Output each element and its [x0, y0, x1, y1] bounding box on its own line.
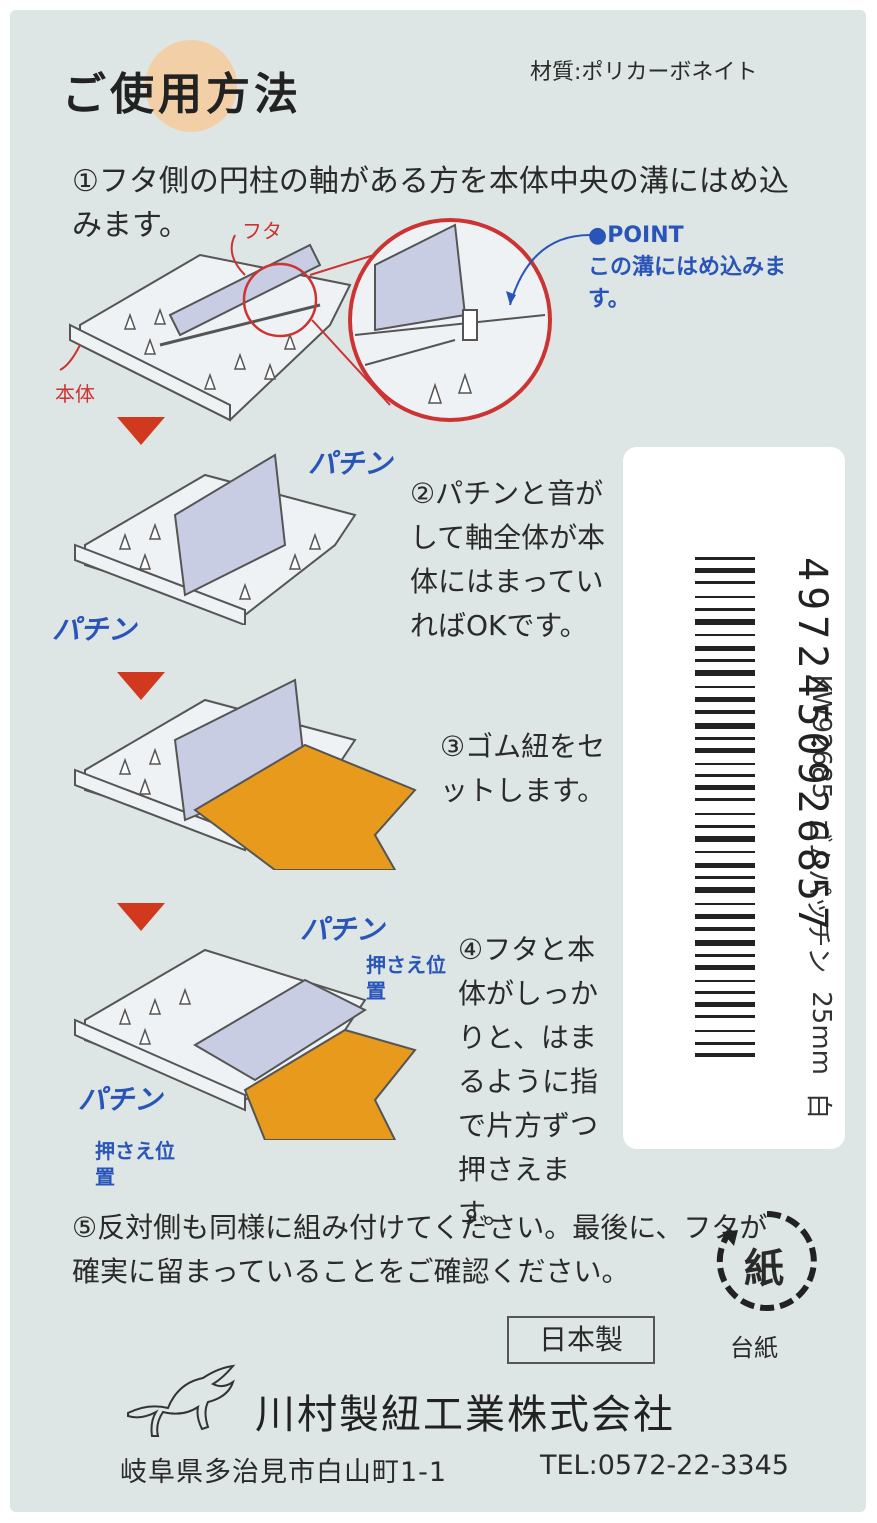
- point-arrow: [506, 234, 591, 306]
- step-4-text: ④フタと本体がしっかりと、はまるように指で片方ずつ押さえます。: [458, 933, 599, 1230]
- barcode-bar: [695, 965, 755, 970]
- barcode-bar: [695, 813, 755, 815]
- step-arrow-3: [117, 903, 165, 931]
- barcode-bar: [695, 1030, 755, 1032]
- barcode-bar: [695, 634, 755, 636]
- barcode-bar: [695, 697, 755, 702]
- barcode-bar: [695, 954, 755, 957]
- pachin-label-4: パチン: [78, 1083, 163, 1116]
- futa-label: フタ: [242, 219, 282, 243]
- barcode-bar: [695, 887, 755, 893]
- barcode-bar: [695, 581, 755, 584]
- barcode-bar: [695, 1042, 755, 1045]
- barcode-bar: [695, 608, 755, 611]
- point-callout: ●POINT この溝にはめ込みます。: [588, 220, 788, 316]
- step-1-illustration: [59, 234, 391, 422]
- step-1-text: ①フタ側の円柱の軸がある方を本体中央の溝にはめ込みます。: [72, 164, 789, 243]
- instruction-card: ご使用方法 材質:ポリカーボネイト ①フタ側の円柱の軸がある方を本体中央の溝には…: [10, 10, 866, 1512]
- barcode-bar: [695, 568, 755, 573]
- barcode-bar: [695, 980, 755, 982]
- paper-recycle-icon: 紙: [712, 1206, 822, 1316]
- barcode-bar: [695, 1015, 755, 1018]
- step-5-text: ⑤反対側も同様に組み付けてください。最後に、フタが確実に留まっていることをご確認…: [72, 1211, 768, 1288]
- company-address: 岐阜県多治見市白山町1-1: [120, 1457, 448, 1488]
- barcode-bar: [695, 659, 755, 662]
- pachin-label-3: パチン: [300, 913, 385, 946]
- zoom-detail: [348, 218, 552, 422]
- barcode-bar: [695, 748, 755, 753]
- barcode-bar: [695, 646, 755, 651]
- barcode-bar: [695, 710, 755, 714]
- osae-label-2: 押さえ位置: [95, 1139, 175, 1189]
- page-title: ご使用方法: [62, 69, 302, 120]
- step-4-illustration: [74, 948, 417, 1140]
- hontai-label: 本体: [55, 382, 95, 406]
- company-tel: TEL:0572-22-3345: [540, 1450, 789, 1481]
- step-arrow-1: [117, 417, 165, 445]
- barcode-bar: [695, 940, 755, 946]
- barcode-bar: [695, 774, 755, 777]
- barcode-bar: [695, 1002, 755, 1007]
- product-color: 白: [803, 1092, 834, 1119]
- step-3-text: ③ゴム紐をセットします。: [440, 730, 606, 807]
- barcode-bar: [695, 596, 755, 598]
- barcode-bar: [695, 686, 755, 688]
- product-label: KW92685 ゴムパッチン 25mm 白 4972450926857: [623, 447, 845, 1149]
- step-3-illustration: [74, 678, 417, 870]
- barcode-bar: [695, 927, 755, 931]
- barcode-bar: [695, 836, 755, 842]
- barcode-bar: [695, 876, 755, 879]
- barcode-bar: [695, 1053, 755, 1057]
- step-2-text: ②パチンと音がして軸全体が本体にはまっていればOKです。: [410, 477, 606, 642]
- barcode-bar: [695, 763, 755, 765]
- barcode-bar: [695, 670, 755, 676]
- barcode-bar: [695, 723, 755, 729]
- title-decoration: [145, 40, 237, 132]
- company-name: 川村製紐工業株式会社: [255, 1392, 675, 1438]
- barcode-bar: [695, 991, 755, 994]
- barcode-bar: [695, 737, 755, 740]
- barcode-bar: [695, 619, 755, 625]
- pegasus-logo: [127, 1364, 236, 1437]
- barcode-number: 4972450926857: [789, 557, 835, 936]
- barcode-bar: [695, 851, 755, 853]
- barcode-bar: [695, 914, 755, 919]
- pachin-label-1: パチン: [308, 447, 393, 480]
- recycle-mark-text: 紙: [744, 1246, 784, 1292]
- barcode-bar: [695, 798, 755, 801]
- point-title: ●POINT: [588, 223, 684, 248]
- barcode-bar: [695, 903, 755, 905]
- osae-label-1: 押さえ位置: [366, 953, 446, 1003]
- recycle-caption: 台紙: [730, 1334, 778, 1362]
- step-arrow-2: [117, 672, 165, 700]
- point-text: この溝にはめ込みます。: [588, 255, 787, 312]
- step-2-illustration: [74, 453, 357, 625]
- barcode-bar: [695, 785, 755, 790]
- barcode: [695, 557, 755, 1057]
- pachin-label-2: パチン: [52, 613, 137, 646]
- barcode-bar: [695, 825, 755, 828]
- barcode-bar: [695, 557, 755, 560]
- material-text: 材質:ポリカーボネイト: [530, 60, 758, 85]
- barcode-bar: [695, 863, 755, 868]
- made-in-badge: 日本製: [507, 1316, 655, 1364]
